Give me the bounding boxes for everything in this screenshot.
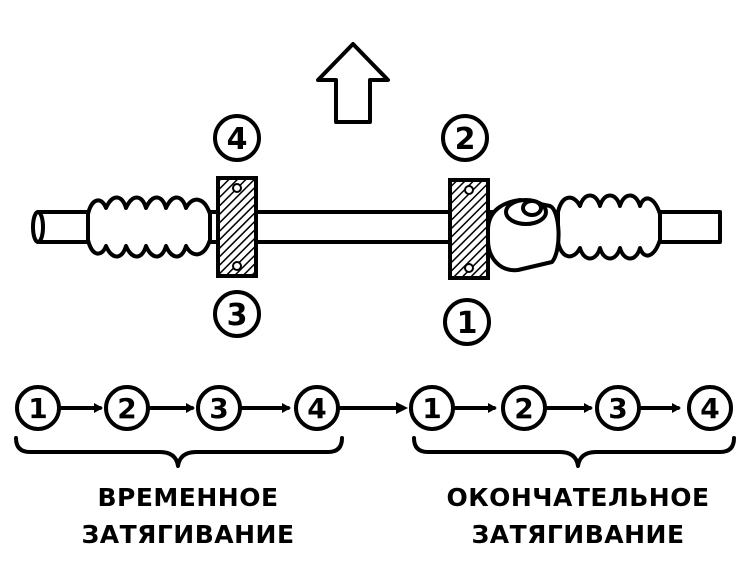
left-clamp-bracket	[216, 176, 258, 278]
left-boot	[86, 195, 212, 259]
final-brace	[412, 436, 736, 468]
svg-text:4: 4	[307, 392, 326, 425]
right-boot	[556, 193, 662, 261]
bolt-callout-1: 1	[443, 298, 491, 346]
svg-text:2: 2	[514, 392, 533, 425]
svg-text:1: 1	[422, 392, 441, 425]
svg-text:3: 3	[209, 392, 228, 425]
svg-text:1: 1	[28, 392, 47, 425]
temporary-sequence: 1 2 3 4	[15, 385, 340, 431]
svg-text:2: 2	[455, 122, 476, 157]
temporary-caption-line1: ВРЕМЕННОЕ	[97, 483, 278, 512]
final-sequence: 1 2 3 4	[409, 385, 733, 431]
group-connector-arrow	[338, 402, 408, 414]
svg-text:4: 4	[227, 122, 248, 157]
svg-text:1: 1	[457, 306, 478, 341]
temporary-caption-line2: ЗАТЯГИВАНИЕ	[81, 520, 294, 549]
final-caption-line1: ОКОНЧАТЕЛЬНОЕ	[446, 483, 709, 512]
svg-text:3: 3	[227, 298, 248, 333]
bolt-callout-4: 4	[213, 114, 261, 162]
pinion-housing	[486, 198, 561, 273]
right-clamp-bracket	[448, 178, 490, 280]
svg-text:2: 2	[117, 392, 136, 425]
bolt-callout-3: 3	[213, 290, 261, 338]
svg-text:3: 3	[608, 392, 627, 425]
final-caption-line2: ЗАТЯГИВАНИЕ	[471, 520, 684, 549]
svg-text:4: 4	[700, 392, 719, 425]
temporary-brace	[14, 436, 344, 468]
up-arrow-icon	[316, 42, 390, 124]
bolt-callout-2: 2	[441, 114, 489, 162]
